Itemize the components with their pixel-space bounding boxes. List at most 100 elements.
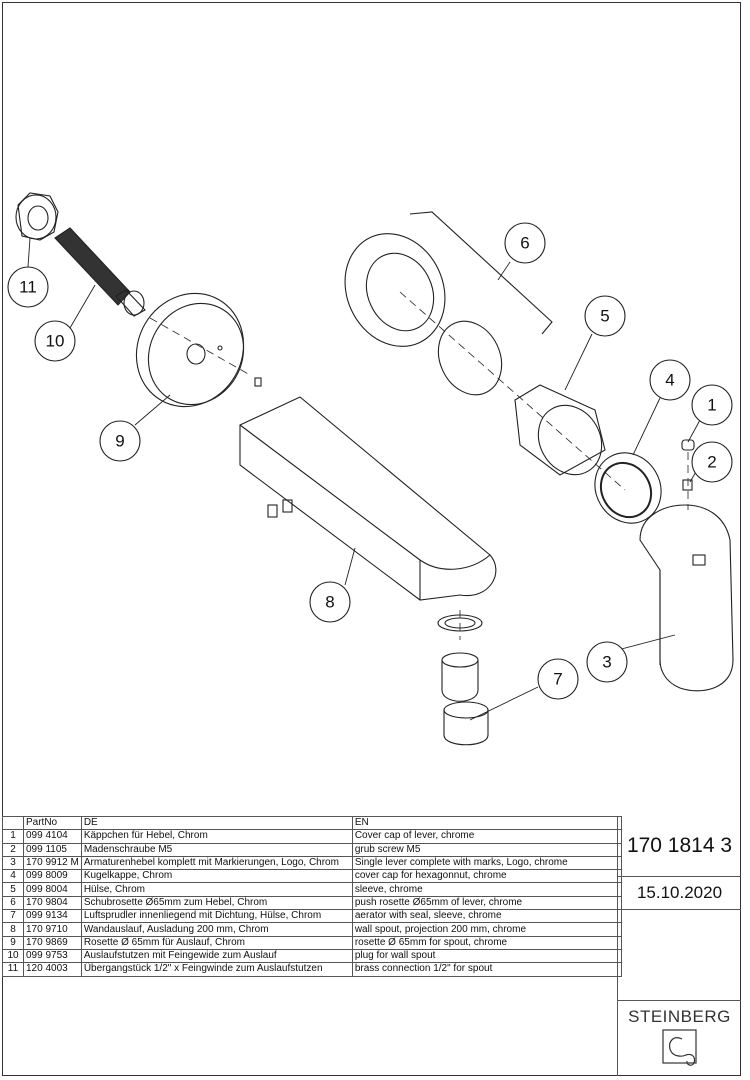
cell-num: 2 bbox=[2, 842, 24, 857]
cell-num: 6 bbox=[2, 895, 24, 911]
cell-partno: 099 8009 bbox=[23, 869, 82, 884]
callout-3: 3 bbox=[586, 641, 628, 683]
svg-text:6: 6 bbox=[520, 234, 529, 253]
svg-text:1: 1 bbox=[707, 396, 716, 415]
cell-partno: 170 9912 M bbox=[23, 855, 82, 871]
cell-partno: 099 1105 bbox=[23, 842, 82, 857]
svg-text:4: 4 bbox=[665, 371, 674, 390]
svg-text:3: 3 bbox=[602, 653, 611, 672]
drawing-frame bbox=[2, 2, 741, 1076]
svg-text:10: 10 bbox=[46, 332, 65, 351]
table-header-row: PartNo DE EN bbox=[2, 815, 622, 831]
cell-num: 9 bbox=[2, 935, 24, 950]
part-9-rosette bbox=[135, 292, 245, 408]
cell-num: 4 bbox=[2, 869, 24, 884]
header-partno: PartNo bbox=[23, 815, 82, 831]
brand-name: STEINBERG bbox=[628, 1007, 731, 1026]
assembly-axis bbox=[149, 291, 689, 640]
cell-de: Luftsprudler innenliegend mit Dichtung, … bbox=[80, 909, 353, 924]
cell-partno: 099 8004 bbox=[23, 882, 82, 897]
callout-2: 2 bbox=[691, 441, 733, 483]
steinberg-logo-icon bbox=[661, 1029, 697, 1066]
header-num bbox=[2, 815, 24, 831]
part-10-plug bbox=[54, 227, 146, 317]
part-7-aerator bbox=[437, 614, 489, 746]
cell-partno: 170 9710 bbox=[23, 922, 82, 937]
article-number: 170 1814 3 bbox=[617, 816, 741, 877]
cell-de: Armaturenhebel komplett mit Markierungen… bbox=[80, 855, 353, 871]
cell-num: 7 bbox=[2, 909, 24, 924]
cell-de: Hülse, Chrom bbox=[80, 882, 353, 897]
part-4-cover-cap bbox=[594, 452, 662, 524]
exploded-view-drawing: 1 2 3 4 5 6 7 8 9 10 11 bbox=[7, 192, 734, 746]
svg-text:2: 2 bbox=[707, 453, 716, 472]
callout-6: 6 bbox=[504, 222, 546, 264]
cell-en: rosette Ø 65mm for spout, chrome bbox=[351, 935, 622, 950]
cell-en: sleeve, chrome bbox=[351, 882, 622, 897]
cell-num: 5 bbox=[2, 882, 24, 897]
cell-partno: 170 9869 bbox=[23, 935, 82, 950]
cell-partno: 099 9753 bbox=[23, 948, 82, 964]
header-en: EN bbox=[351, 815, 622, 831]
svg-text:5: 5 bbox=[600, 307, 609, 326]
cell-de: Rosette Ø 65mm für Auslauf, Chrom bbox=[80, 935, 353, 950]
cell-partno: 099 4104 bbox=[23, 829, 82, 844]
cell-en: aerator with seal, sleeve, chrome bbox=[351, 909, 622, 924]
svg-text:11: 11 bbox=[19, 278, 37, 297]
callout-4: 4 bbox=[649, 359, 691, 401]
part-6-push-rosette bbox=[344, 211, 553, 396]
brand-logo: STEINBERG bbox=[617, 1001, 741, 1076]
cell-num: 11 bbox=[2, 962, 24, 977]
callout-9: 9 bbox=[99, 420, 141, 462]
header-de: DE bbox=[80, 815, 353, 831]
callout-8: 8 bbox=[309, 581, 351, 623]
svg-text:8: 8 bbox=[325, 593, 334, 612]
cell-de: Übergangstück 1/2" x Feingwinde zum Ausl… bbox=[80, 962, 353, 977]
part-1-cap bbox=[681, 439, 695, 451]
cell-de: Kugelkappe, Chrom bbox=[80, 869, 353, 884]
cell-num: 8 bbox=[2, 922, 24, 937]
title-block-empty-cell bbox=[617, 910, 741, 1001]
cell-en: Cover cap of lever, chrome bbox=[351, 829, 622, 844]
part-8-wall-spout bbox=[239, 377, 497, 601]
svg-text:9: 9 bbox=[115, 432, 124, 451]
drawing-date: 15.10.2020 bbox=[617, 877, 741, 910]
cell-num: 3 bbox=[2, 855, 24, 871]
cell-de: Wandauslauf, Ausladung 200 mm, Chrom bbox=[80, 922, 353, 937]
cell-en: plug for wall spout bbox=[351, 948, 622, 964]
cell-num: 1 bbox=[2, 829, 24, 844]
part-5-sleeve bbox=[514, 384, 606, 476]
cell-de: Schubrosette Ø65mm zum Hebel, Chrom bbox=[80, 895, 353, 911]
svg-text:7: 7 bbox=[553, 670, 562, 689]
cell-de: Madenschraube M5 bbox=[80, 842, 353, 857]
callout-1: 1 bbox=[691, 384, 733, 426]
part-3-lever bbox=[639, 504, 734, 692]
cell-partno: 120 4003 bbox=[23, 962, 82, 977]
cell-en: cover cap for hexagonnut, chrome bbox=[351, 869, 622, 884]
cell-num: 10 bbox=[2, 948, 24, 964]
cell-partno: 099 9134 bbox=[23, 909, 82, 924]
callout-10: 10 bbox=[34, 320, 76, 362]
callout-7: 7 bbox=[537, 658, 579, 700]
part-11-brass-connection bbox=[15, 192, 59, 241]
cell-de: Auslaufstutzen mit Feingewide zum Auslau… bbox=[80, 948, 353, 964]
cell-en: wall spout, projection 200 mm, chrome bbox=[351, 922, 622, 937]
cell-en: brass connection 1/2" for spout bbox=[351, 962, 622, 977]
cell-en: grub screw M5 bbox=[351, 842, 622, 857]
part-2-grub-screw bbox=[682, 479, 693, 491]
callout-5: 5 bbox=[584, 295, 626, 337]
callout-11: 11 bbox=[7, 266, 49, 308]
cell-en: Single lever complete with marks, Logo, … bbox=[351, 855, 622, 871]
